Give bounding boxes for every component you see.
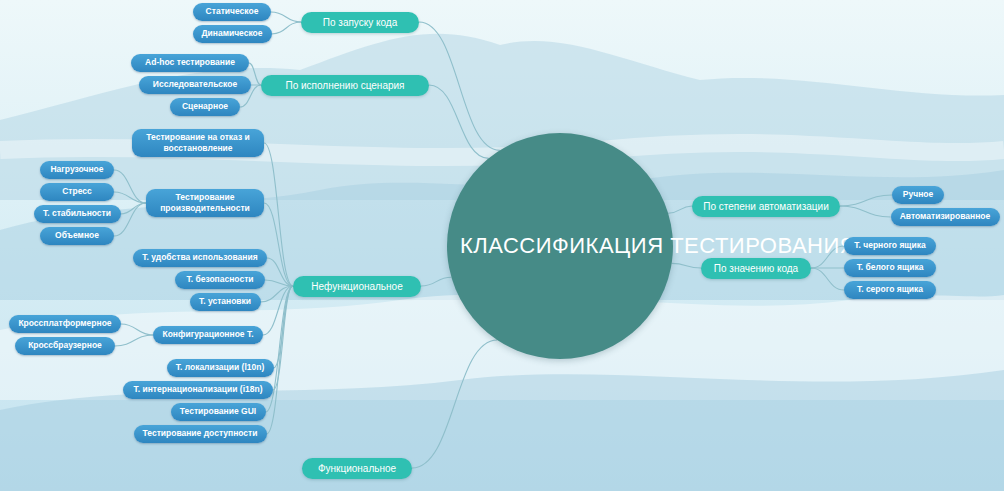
leaf-box: Т. безопасности <box>175 271 265 288</box>
leaf-box: Тестирование доступности <box>134 425 267 442</box>
connector <box>429 85 489 158</box>
node-label: Нефункциональное <box>303 280 411 293</box>
node-label: Т. установки <box>198 296 253 307</box>
central-circle: КЛАССИФИКАЦИЯ ТЕСТИРОВАНИЯ <box>447 133 673 359</box>
node-label: Тестирование на отказ и восстановление <box>140 132 256 154</box>
leaf-box: Динамическое <box>193 25 272 42</box>
leaf-box: Сценарное <box>170 98 240 115</box>
node-label: Автоматизированное <box>899 211 992 222</box>
node-label: Т. серого ящика <box>852 284 928 295</box>
branch-box: По значению кода <box>701 258 811 279</box>
node-label: Объемное <box>48 230 106 241</box>
node-label: Сценарное <box>178 101 232 112</box>
branch-box: По степени автоматизации <box>692 196 840 217</box>
connector <box>419 22 500 150</box>
leaf-box: Нагрузочное <box>40 161 114 178</box>
node-label: По исполнению сценария <box>271 79 419 92</box>
leaf-box: Тестирование производительности <box>146 189 264 217</box>
node-label: КЛАССИФИКАЦИЯ ТЕСТИРОВАНИЯ <box>460 232 660 260</box>
connector <box>271 12 301 22</box>
node-label: По запуску кода <box>311 16 409 29</box>
node-label: Т. стабильности <box>42 208 113 219</box>
node-label: Тестирование производительности <box>154 192 256 214</box>
connector <box>668 206 692 213</box>
connector <box>265 280 293 286</box>
leaf-box: Стресс <box>40 183 114 200</box>
connector <box>264 203 293 286</box>
connector <box>249 63 261 85</box>
node-label: Т. удобства использования <box>141 252 259 263</box>
node-label: По значению кода <box>711 262 801 275</box>
node-label: Ad-hoc тестирование <box>139 57 241 68</box>
connector <box>811 268 844 290</box>
connector <box>811 246 844 268</box>
connector <box>421 277 451 286</box>
leaf-box: Кроссплатформерное <box>9 315 121 332</box>
node-label: Исследовательское <box>147 79 243 90</box>
node-label: Кроссбраузерное <box>23 340 107 351</box>
connector <box>840 195 892 206</box>
mountain <box>0 370 1004 491</box>
leaf-box: Т. установки <box>190 293 261 310</box>
connector <box>272 22 302 34</box>
node-label: Т. белого ящика <box>852 262 928 273</box>
leaf-box: Т. интернационализации (i18n) <box>123 381 273 398</box>
node-label: Т. интернационализации (i18n) <box>131 384 265 395</box>
leaf-box: Т. стабильности <box>34 205 121 222</box>
leaf-box: Кроссбраузерное <box>15 337 115 354</box>
leaf-box: Объемное <box>40 227 114 244</box>
node-label: Ручное <box>900 189 936 200</box>
connector <box>672 263 701 268</box>
node-label: Статическое <box>201 6 263 17</box>
connector <box>121 324 153 335</box>
branch-box: Функциональное <box>302 458 412 479</box>
node-label: Тестирование доступности <box>142 428 259 439</box>
node-label: Конфигурационное Т. <box>161 329 255 340</box>
connector <box>114 170 146 203</box>
leaf-box: Ad-hoc тестирование <box>131 54 249 71</box>
connector <box>264 143 293 286</box>
leaf-box: Статическое <box>193 3 271 20</box>
node-label: Функциональное <box>312 462 402 475</box>
leaf-box: Ручное <box>892 186 944 203</box>
leaf-box: Тестирование на отказ и восстановление <box>132 129 264 157</box>
node-label: Тестирование GUI <box>179 406 258 417</box>
leaf-box: Т. локализации (l10n) <box>167 359 274 376</box>
leaf-box: Т. белого ящика <box>844 259 936 276</box>
leaf-box: Тестирование GUI <box>171 403 266 420</box>
node-label: Т. черного ящика <box>852 240 928 251</box>
branch-box: По исполнению сценария <box>261 75 429 96</box>
branch-box: Нефункциональное <box>293 276 421 297</box>
connector <box>840 206 891 217</box>
node-label: Кроссплатформерное <box>17 318 113 329</box>
node-label: Т. локализации (l10n) <box>175 362 266 373</box>
node-label: Нагрузочное <box>48 164 106 175</box>
connector <box>115 335 153 346</box>
leaf-box: Исследовательское <box>139 76 251 93</box>
connector <box>412 340 497 468</box>
node-label: Стресс <box>48 186 106 197</box>
connector <box>114 192 146 203</box>
leaf-box: Т. черного ящика <box>844 237 936 254</box>
node-label: Динамическое <box>201 28 264 39</box>
node-label: По степени автоматизации <box>702 200 830 213</box>
leaf-box: Т. удобства использования <box>133 249 267 266</box>
leaf-box: Автоматизированное <box>891 208 1000 225</box>
leaf-box: Конфигурационное Т. <box>153 326 263 343</box>
node-label: Т. безопасности <box>183 274 257 285</box>
leaf-box: Т. серого ящика <box>844 281 936 298</box>
connector <box>267 258 293 286</box>
branch-box: По запуску кода <box>301 12 419 33</box>
